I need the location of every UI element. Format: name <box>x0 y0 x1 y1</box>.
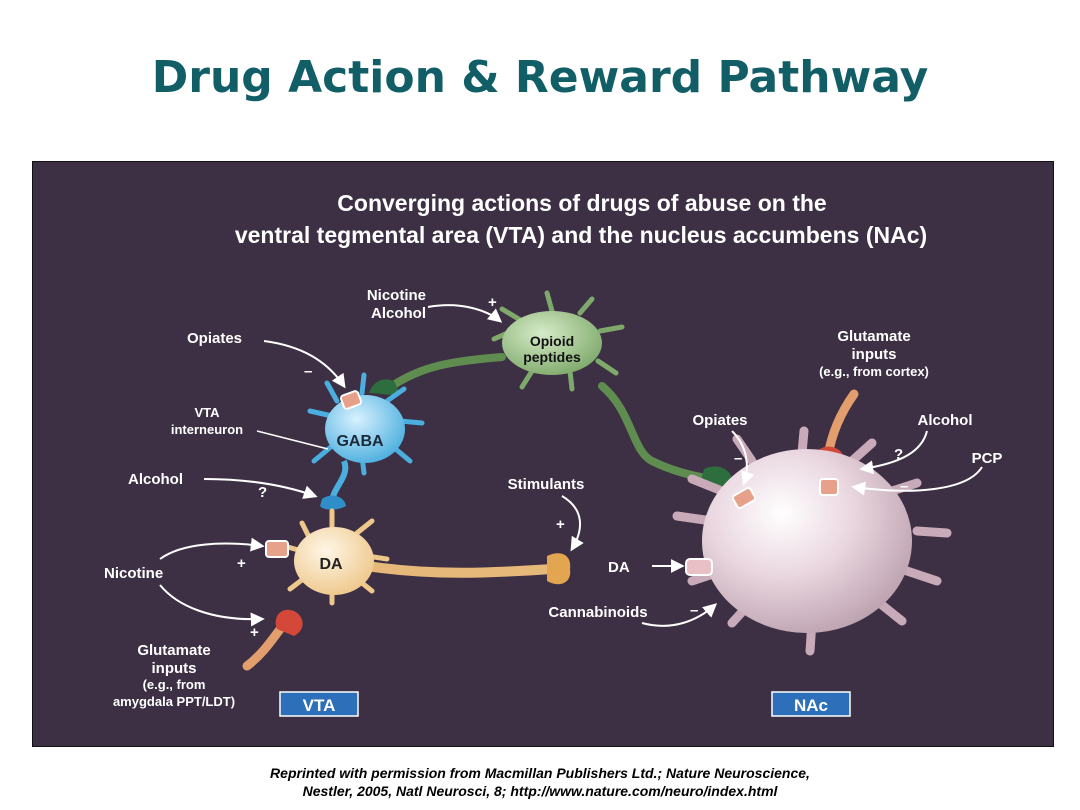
da-receptor-nicotine <box>265 540 289 558</box>
vta-badge-label: VTA <box>303 696 336 715</box>
figure-caption: Reprinted with permission from Macmillan… <box>220 764 860 800</box>
opioid-peptides-cell <box>491 290 625 392</box>
arrow-opiates-left <box>263 340 346 389</box>
sign-question-alcohol-left: ? <box>258 484 267 501</box>
label-opiates-left: Opiates <box>187 330 242 347</box>
da-terminal <box>547 553 571 585</box>
label-stimulants: Stimulants <box>508 476 585 493</box>
da-cell <box>281 508 390 606</box>
label-alcohol-left: Alcohol <box>128 471 183 488</box>
label-nicotine-left: Nicotine <box>104 565 163 582</box>
slide-title: Drug Action & Reward Pathway <box>151 52 929 103</box>
vta-badge <box>279 691 359 717</box>
label-glutamate-left-line2: inputs <box>152 660 197 677</box>
glutamate-left-terminal <box>275 609 303 636</box>
opioid-label-line1: Opioid <box>530 333 574 349</box>
opioid-label-line2: peptides <box>523 349 581 365</box>
sign-plus-nicotine-da: + <box>237 555 246 572</box>
label-glutamate-left-line3: (e.g., from <box>143 677 206 692</box>
arrow-nicotine-alcohol-top <box>427 304 503 323</box>
arrow-opiates-right <box>731 430 755 486</box>
label-glutamate-right-line3: (e.g., from cortex) <box>819 364 929 379</box>
pointer-vta-interneuron <box>256 430 329 450</box>
nac-receptor-glutamate <box>819 478 839 496</box>
sign-plus-stimulants: + <box>556 516 565 533</box>
figure-title-line2: ventral tegmental area (VTA) and the nuc… <box>235 222 927 248</box>
label-glutamate-left-line1: Glutamate <box>137 642 210 659</box>
caption-line1: Reprinted with permission from Macmillan… <box>270 765 810 781</box>
sign-plus-nicotine-top: + <box>488 294 497 311</box>
label-vta-interneuron-line1: VTA <box>194 405 220 420</box>
nac-badge-label: NAc <box>794 696 828 715</box>
diagram-panel <box>32 161 1054 747</box>
arrow-cannabinoids <box>641 603 718 627</box>
label-vta-interneuron-line2: interneuron <box>171 422 243 437</box>
label-pcp: PCP <box>972 450 1003 467</box>
label-da-arrow: DA <box>608 559 630 576</box>
gaba-cell <box>307 372 425 476</box>
label-glutamate-right-line2: inputs <box>852 346 897 363</box>
sign-minus-opiates-left: – <box>304 363 312 380</box>
arrow-stimulants <box>561 495 584 552</box>
label-alcohol-right: Alcohol <box>918 412 973 429</box>
figure-title-line1: Converging actions of drugs of abuse on … <box>337 190 826 216</box>
sign-plus-nicotine-glutamate: + <box>250 624 259 641</box>
opioid-to-gaba-axon <box>388 353 506 390</box>
nac-badge <box>771 691 851 717</box>
sign-question-alcohol-right: ? <box>894 446 903 463</box>
label-alcohol-top: Alcohol <box>371 305 426 322</box>
arrow-alcohol-right <box>859 430 928 475</box>
nac-receptor-da <box>685 558 713 576</box>
arrow-nicotine-to-da <box>159 537 265 560</box>
label-opiates-right: Opiates <box>692 412 747 429</box>
da-cell-label: DA <box>319 556 343 573</box>
label-glutamate-right-line1: Glutamate <box>837 328 910 345</box>
sign-minus-pcp: – <box>900 478 908 495</box>
label-glutamate-left-line4: amygdala PPT/LDT) <box>113 694 235 709</box>
opioid-gaba-terminal <box>369 379 400 395</box>
da-axon <box>362 561 557 578</box>
caption-line2: Nestler, 2005, Natl Neurosci, 8; http://… <box>302 783 778 799</box>
nac-receptor-opiates <box>731 487 757 509</box>
arrow-pcp <box>851 466 983 496</box>
sign-minus-cannabinoids: – <box>690 602 698 619</box>
reward-pathway-figure: Converging actions of drugs of abuse on … <box>32 161 1054 747</box>
gaba-label: GABA <box>336 433 384 450</box>
label-cannabinoids: Cannabinoids <box>548 604 647 621</box>
sign-minus-opiates-right: – <box>734 450 742 467</box>
label-nicotine-top: Nicotine <box>367 287 426 304</box>
gaba-receptor-opiates <box>339 390 363 410</box>
gaba-terminal <box>320 495 346 510</box>
arrow-nicotine-to-glutamate <box>159 584 265 627</box>
arrow-alcohol-left <box>203 478 318 499</box>
